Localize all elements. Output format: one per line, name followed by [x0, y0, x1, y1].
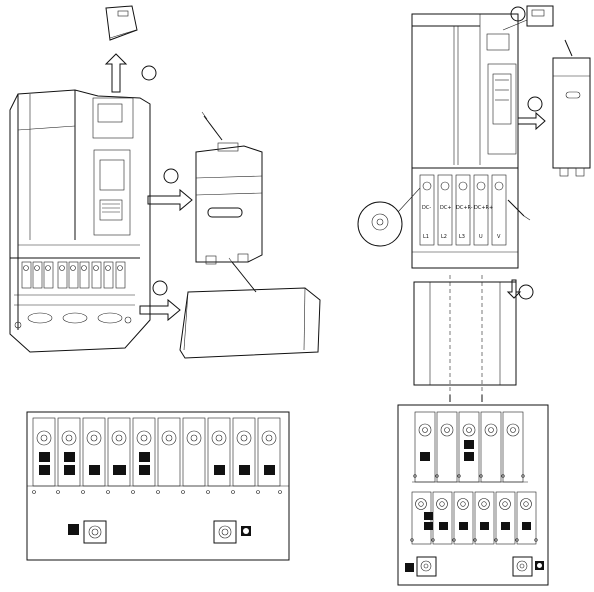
right-drive-terminals: DC- DC+ DC+R- DC+R+ L1 L2 L3 U V: [420, 175, 506, 245]
term-label-dc-plus: DC+: [440, 205, 452, 211]
left-terminal-labels: [39, 452, 275, 475]
right-arrow-3: [518, 113, 545, 129]
term-label-dc-plus-r-minus: DC+R-: [456, 205, 473, 211]
drive-housing: [10, 90, 150, 352]
step-marker-6: [519, 285, 533, 299]
term-label-u: U: [479, 234, 483, 240]
left-dots: [33, 491, 282, 494]
right-terminal-block: [398, 405, 548, 585]
right-top-terminals: [412, 412, 528, 482]
up-arrow: [106, 54, 126, 92]
term-label-l1: L1: [423, 234, 429, 240]
side-cover: [553, 40, 590, 176]
drive-terminals: [22, 262, 125, 288]
right-arrow-1: [148, 190, 192, 210]
left-drive-exploded-view: [10, 6, 320, 358]
term-label-l2: L2: [441, 234, 447, 240]
step-marker-5: [528, 97, 542, 111]
right-bottom-terminals: [411, 492, 538, 544]
step-marker-3: [153, 281, 167, 295]
left-terminal-block: [27, 412, 289, 560]
term-label-dc-minus: DC-: [422, 205, 431, 211]
term-label-v: V: [497, 234, 501, 240]
upper-cover: [196, 112, 262, 264]
keypad-part: [106, 6, 137, 40]
right-lower-cover: [414, 275, 533, 402]
step-marker-2: [164, 169, 178, 183]
lower-cover: [180, 258, 320, 358]
term-label-l3: L3: [459, 234, 465, 240]
right-drive-exploded-view: DC- DC+ DC+R- DC+R+ L1 L2 L3 U V: [358, 6, 590, 402]
detail-circle: [358, 202, 402, 246]
term-label-dc-plus-r-plus: DC+R+: [474, 205, 493, 211]
right-arrow-2: [140, 300, 180, 320]
step-marker-1: [142, 66, 156, 80]
